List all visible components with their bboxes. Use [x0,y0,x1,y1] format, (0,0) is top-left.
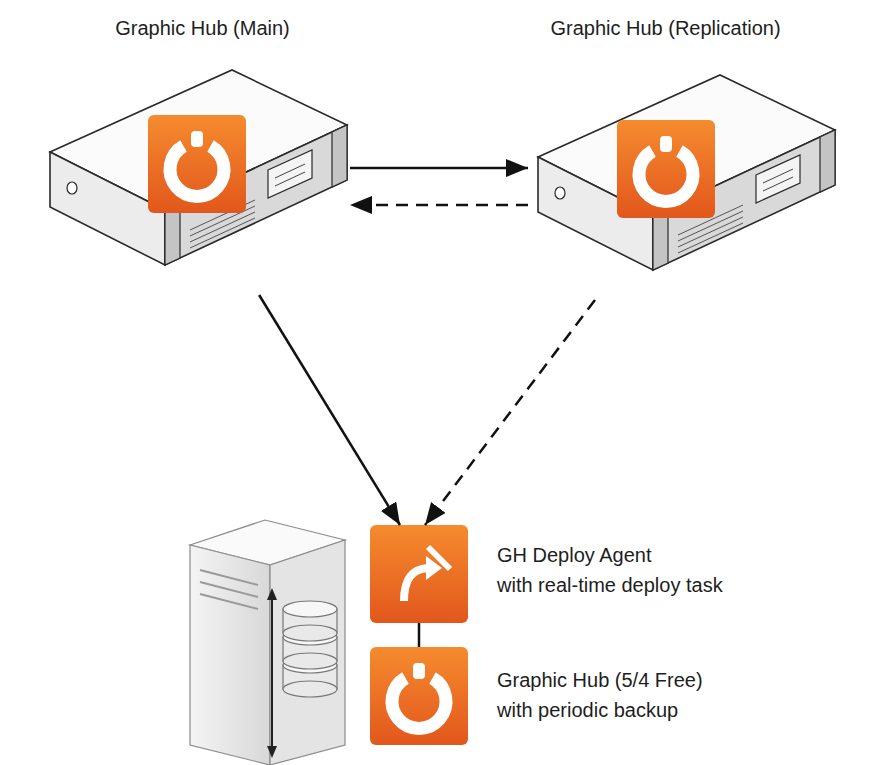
dashed-connector [425,300,595,525]
node-box: GH Deploy Agent with real-time deploy tas… [370,525,870,623]
replication-server [538,75,835,270]
solid-connector [418,623,421,647]
node-subtitle: with periodic backup [497,698,857,722]
db-disc [283,601,337,617]
dashed-connector [350,204,528,207]
main-server [50,70,347,265]
drive-slot [200,594,258,609]
icon-bar [428,547,450,569]
replication-icon [617,120,715,218]
node-title: Graphic Hub (5/4 Free) [497,668,857,692]
drive-slot [200,570,258,585]
db-disc [283,681,337,697]
icon-arrow [404,568,428,601]
node-box: Graphic Hub (Main) [55,10,350,295]
workstation-tower [190,520,345,765]
arrow-head [267,588,277,600]
tower-front [190,545,270,765]
node-subtitle: with real-time deploy task [497,573,857,597]
db-disc [283,653,337,669]
drive-slot [200,582,258,597]
node-title: GH Deploy Agent [497,543,857,567]
node-box: Graphic Hub (Replication) [528,10,838,300]
free-hub-icon [370,647,468,745]
node-box: Graphic Hub (5/4 Free) with periodic back… [370,647,870,745]
node-title: Graphic Hub (Replication) [528,16,803,40]
tower-side [270,540,345,765]
deploy-agent-icon [370,525,468,623]
db-disc [283,625,337,641]
transfer-arrow [271,598,273,748]
solid-connector [350,167,528,170]
arrow-head [267,746,277,758]
icon-tile [370,525,468,623]
solid-connector [259,295,400,525]
main-icon [148,115,246,213]
node-title: Graphic Hub (Main) [55,16,350,40]
